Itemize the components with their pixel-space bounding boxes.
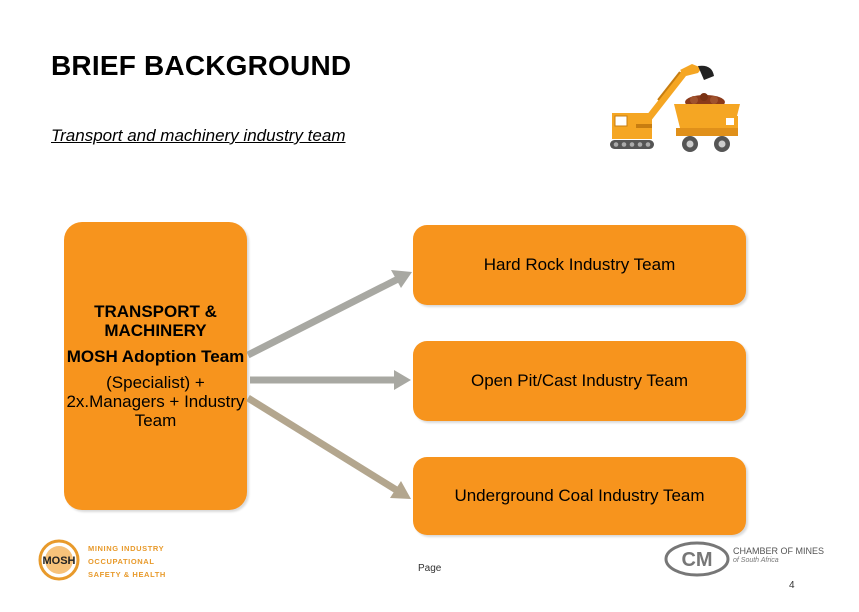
hard-rock-team-label: Hard Rock Industry Team <box>483 255 676 274</box>
left-box-members: (Specialist) + 2x.Managers + Industry Te… <box>66 373 245 430</box>
dump-truck-icon <box>674 93 740 152</box>
mosh-line-2: OCCUPATIONAL <box>88 557 155 566</box>
open-pit-team-box: Open Pit/Cast Industry Team <box>413 341 746 421</box>
arrow-head-hard-rock <box>391 270 412 288</box>
chamber-of-mines-name: CHAMBER OF MINES of South Africa <box>733 546 824 566</box>
left-box-team: MOSH Adoption Team <box>66 347 245 366</box>
open-pit-team-label: Open Pit/Cast Industry Team <box>470 371 688 390</box>
excavator-icon <box>610 64 714 149</box>
com-name: CHAMBER OF MINES <box>733 546 825 556</box>
mosh-line-3: SAFETY & HEALTH <box>88 570 166 579</box>
hard-rock-team-box: Hard Rock Industry Team <box>413 225 746 305</box>
chamber-of-mines-logo: CM <box>664 541 730 577</box>
machinery-illustration <box>610 64 740 152</box>
underground-coal-team-box: Underground Coal Industry Team <box>413 457 746 535</box>
transport-machinery-box: TRANSPORT & MACHINERY MOSH Adoption Team… <box>64 222 247 510</box>
page-title: BRIEF BACKGROUND <box>51 50 352 81</box>
underground-coal-team-label: Underground Coal Industry Team <box>454 486 705 505</box>
page-subtitle: Transport and machinery industry team <box>51 126 346 145</box>
mosh-logo: MOSH <box>38 539 80 581</box>
mosh-org-name: MINING INDUSTRY OCCUPATIONAL SAFETY & HE… <box>88 542 166 581</box>
arrow-to-hard-rock <box>246 275 400 359</box>
arrow-head-coal <box>390 481 411 499</box>
left-box-title: TRANSPORT & MACHINERY <box>94 302 217 340</box>
page-number: 4 <box>789 580 795 591</box>
mosh-line-1: MINING INDUSTRY <box>88 544 165 553</box>
arrow-to-coal <box>246 395 400 494</box>
com-country: of South Africa <box>733 557 779 564</box>
page-label: Page <box>418 563 442 574</box>
mosh-logo-text: MOSH <box>43 555 76 567</box>
com-logo-text: CM <box>681 549 712 571</box>
arrow-head-open-pit <box>394 370 411 390</box>
